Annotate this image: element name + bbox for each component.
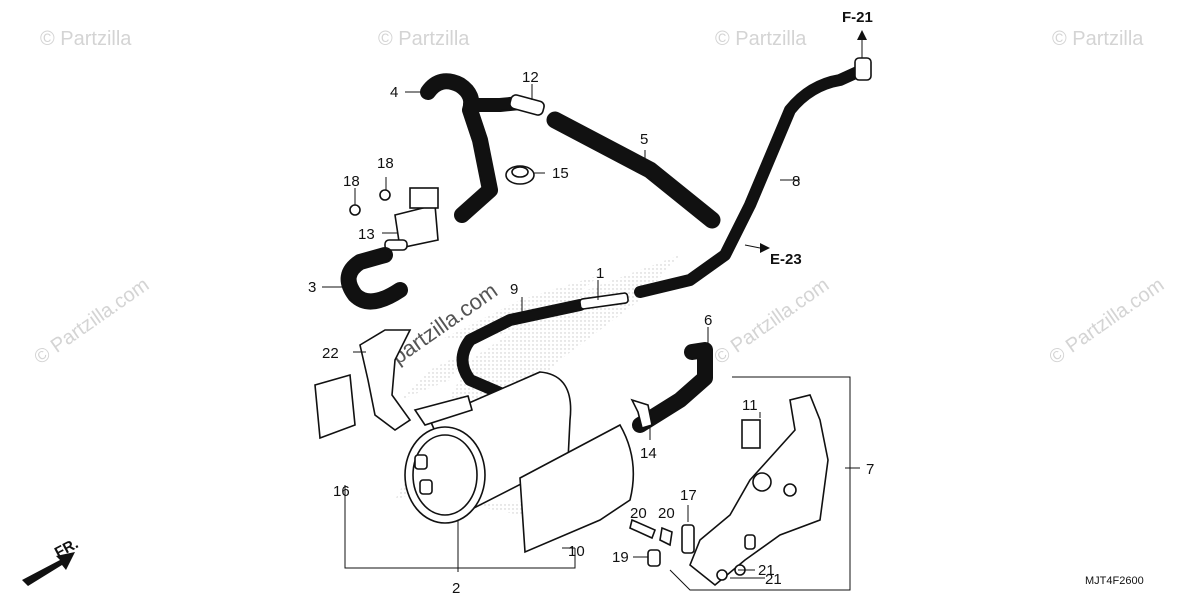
bracket-22 [359,329,412,431]
callout-11: 11 [742,397,758,414]
leader-lines [322,84,860,591]
clip-20 [629,518,673,547]
watermark-diag-left: © Partzilla.com [30,274,153,369]
callout-18-lower: 18 [343,173,360,190]
callout-16: 16 [333,483,350,500]
callouts: 1 2 3 4 5 6 7 8 9 10 11 12 13 14 15 16 1… [308,69,874,597]
bracket-7 [689,394,829,587]
ref-e23: E-23 [770,251,802,268]
callout-9: 9 [510,281,518,298]
front-arrow-icon: FR. [22,535,81,586]
hose-8 [634,30,872,298]
watermark-top-center-right: © Partzilla [715,28,807,50]
pad-11 [741,419,761,449]
callout-14: 14 [640,445,657,462]
joint-12 [509,94,545,116]
watermark-top-center-left: © Partzilla [378,28,470,50]
ref-f21: F-21 [842,9,873,26]
hose-4 [420,73,527,223]
solenoid-valve-13 [349,187,439,251]
watermark-diag-right: © Partzilla.com [1045,274,1168,369]
front-label: FR. [52,535,81,561]
callout-8: 8 [792,173,800,190]
callout-22: 22 [322,345,339,362]
callout-13: 13 [358,226,375,243]
callout-21-lower: 21 [765,571,782,588]
watermark-diag-center: © Partzilla.com [710,274,833,369]
callout-3: 3 [308,279,316,296]
callout-5: 5 [640,131,648,148]
callout-17: 17 [680,487,697,504]
hose-6 [632,342,713,433]
cover-10 [519,423,635,554]
callout-19: 19 [612,549,629,566]
callout-15: 15 [552,165,569,182]
callout-1: 1 [596,265,604,282]
callout-21-upper: 21 [758,562,775,579]
clip-14 [630,398,653,430]
callout-20-left: 20 [630,505,647,522]
hose-5 [546,111,721,229]
hose-3 [340,247,408,310]
canister-2 [404,371,572,524]
clip-17 [681,524,695,554]
diagram-code: MJT4F2600 [1085,575,1144,587]
callout-4: 4 [390,84,398,101]
grommet-15 [505,165,535,185]
callout-10: 10 [568,543,585,560]
callout-2: 2 [452,580,460,597]
callout-18-upper: 18 [377,155,394,172]
watermark-top-left: © Partzilla [40,28,132,50]
callout-12: 12 [522,69,539,86]
bolt-19 [647,549,661,567]
watermark-top-right: © Partzilla [1052,28,1144,50]
callout-20-right: 20 [658,505,675,522]
callout-6: 6 [704,312,712,329]
callout-7: 7 [866,461,874,478]
washer-21 [716,564,746,581]
hose-9 [456,292,629,401]
pad-16 [314,373,356,440]
